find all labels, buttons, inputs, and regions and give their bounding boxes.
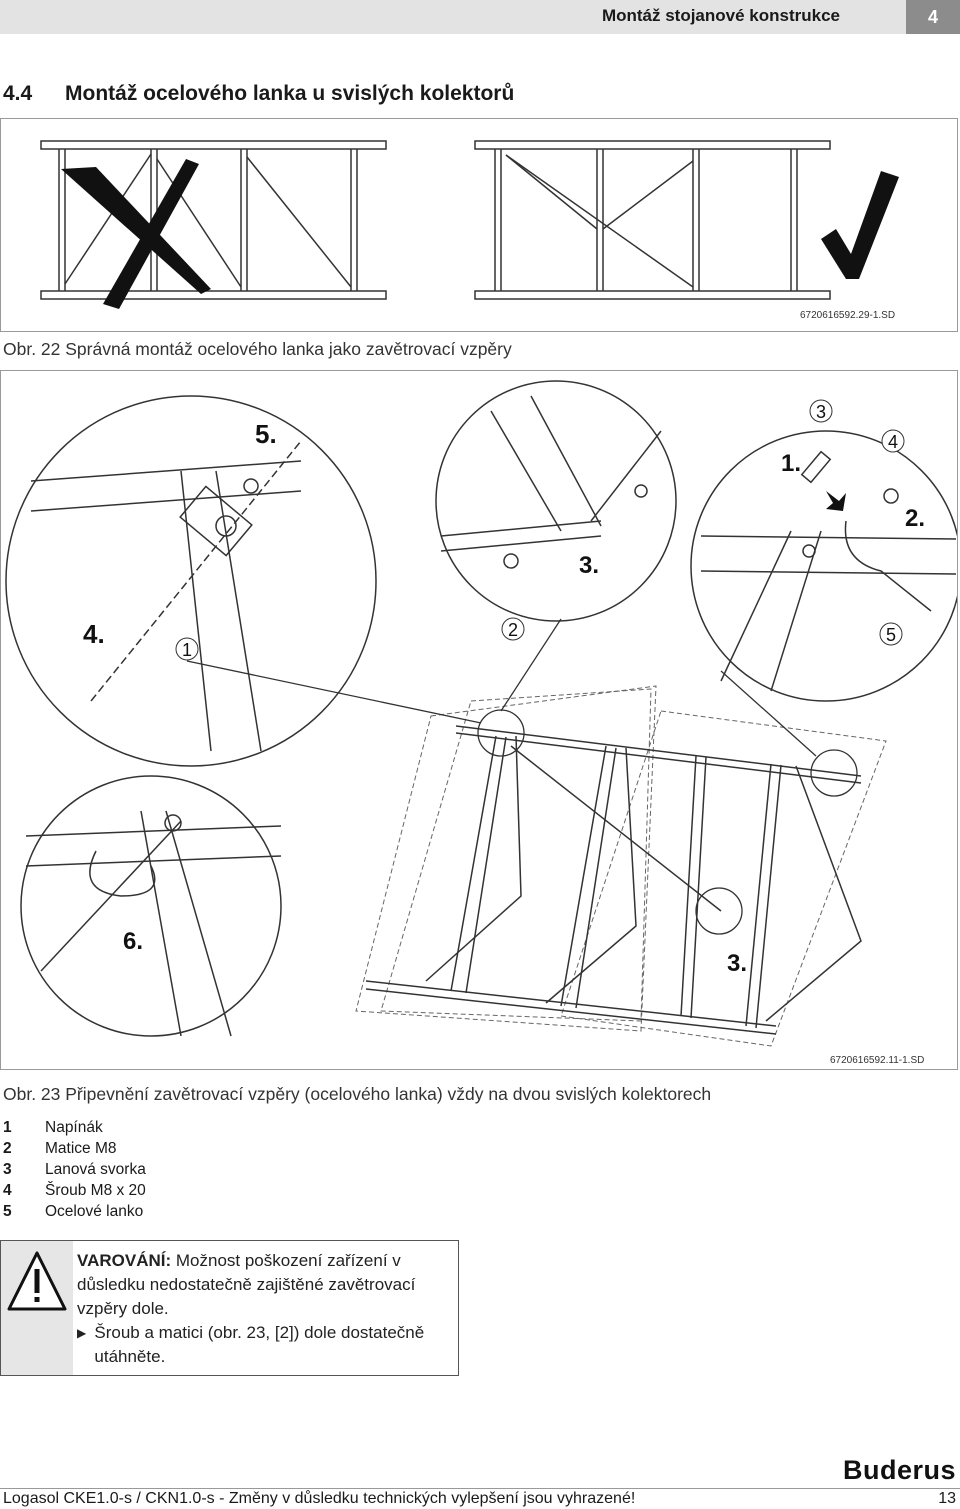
warning-box: VAROVÁNÍ: Možnost poškození zařízení v d… <box>0 1240 459 1376</box>
section-title: 4.4 Montáž ocelového lanka u svislých kol… <box>3 82 514 106</box>
check-mark-icon <box>821 171 899 279</box>
figure-23-caption: Obr. 23 Připevnění zavětrovací vzpěry (o… <box>3 1084 712 1104</box>
figure-22-caption: Obr. 22 Správná montáž ocelového lanka j… <box>3 339 512 359</box>
footer-divider <box>0 1488 960 1489</box>
step-6-label: 6. <box>123 928 143 955</box>
figure-23: 5. 4. 1 3. 2 <box>0 370 960 1070</box>
warning-triangle-icon <box>7 1251 67 1311</box>
header-bar: Montáž stojanové konstrukce <box>0 0 906 34</box>
callout-5: 5 <box>879 622 903 646</box>
cross-mark-icon <box>61 167 211 294</box>
svg-text:5: 5 <box>886 625 896 645</box>
figure-23-id: 6720616592.11-1.SD <box>830 1055 925 1066</box>
figure-22-id: 6720616592.29-1.SD <box>800 310 896 321</box>
page-number: 13 <box>938 1490 956 1507</box>
step-5-label: 5. <box>255 419 277 449</box>
svg-text:1: 1 <box>182 640 192 660</box>
callout-4: 4 <box>881 429 905 453</box>
arrow-icon <box>826 491 846 511</box>
callout-1: 1 <box>175 637 199 661</box>
chapter-number: 4 <box>906 0 960 34</box>
callout-2: 2 <box>501 617 525 641</box>
svg-text:2: 2 <box>508 620 518 640</box>
step-3b-label: 3. <box>727 950 747 977</box>
figure-22 <box>0 118 958 332</box>
section-number: 4.4 <box>3 82 33 105</box>
warning-message: Možnost poškození zařízení v důsledku ne… <box>77 1251 416 1318</box>
warning-action-text: Šroub a matici (obr. 23, [2]) dole dosta… <box>94 1323 425 1366</box>
step-2-label: 2. <box>905 505 925 532</box>
svg-text:3: 3 <box>816 402 826 422</box>
svg-text:4: 4 <box>888 432 898 452</box>
brand-logo: Buderus <box>842 1455 956 1485</box>
figure-23-drawing: 5. 4. 1 3. 2 <box>5 380 960 1047</box>
bullet-triangle-icon: ▶ <box>77 1326 87 1340</box>
figure-22-drawing <box>40 140 899 309</box>
warning-sidebar <box>1 1241 73 1375</box>
step-4-label: 4. <box>83 619 105 649</box>
callout-3: 3 <box>809 399 833 423</box>
section-title-text: Montáž ocelového lanka u svislých kolekt… <box>65 82 515 105</box>
warning-text: VAROVÁNÍ: Možnost poškození zařízení v d… <box>77 1249 447 1369</box>
footer-text: Logasol CKE1.0-s / CKN1.0-s - Změny v dů… <box>3 1490 636 1507</box>
warning-action: ▶ Šroub a matici (obr. 23, [2]) dole dos… <box>77 1321 447 1369</box>
header-title: Montáž stojanové konstrukce <box>601 6 840 25</box>
step-1-label: 1. <box>781 450 801 477</box>
step-3-label: 3. <box>579 552 599 579</box>
warning-label: VAROVÁNÍ: <box>77 1251 172 1270</box>
